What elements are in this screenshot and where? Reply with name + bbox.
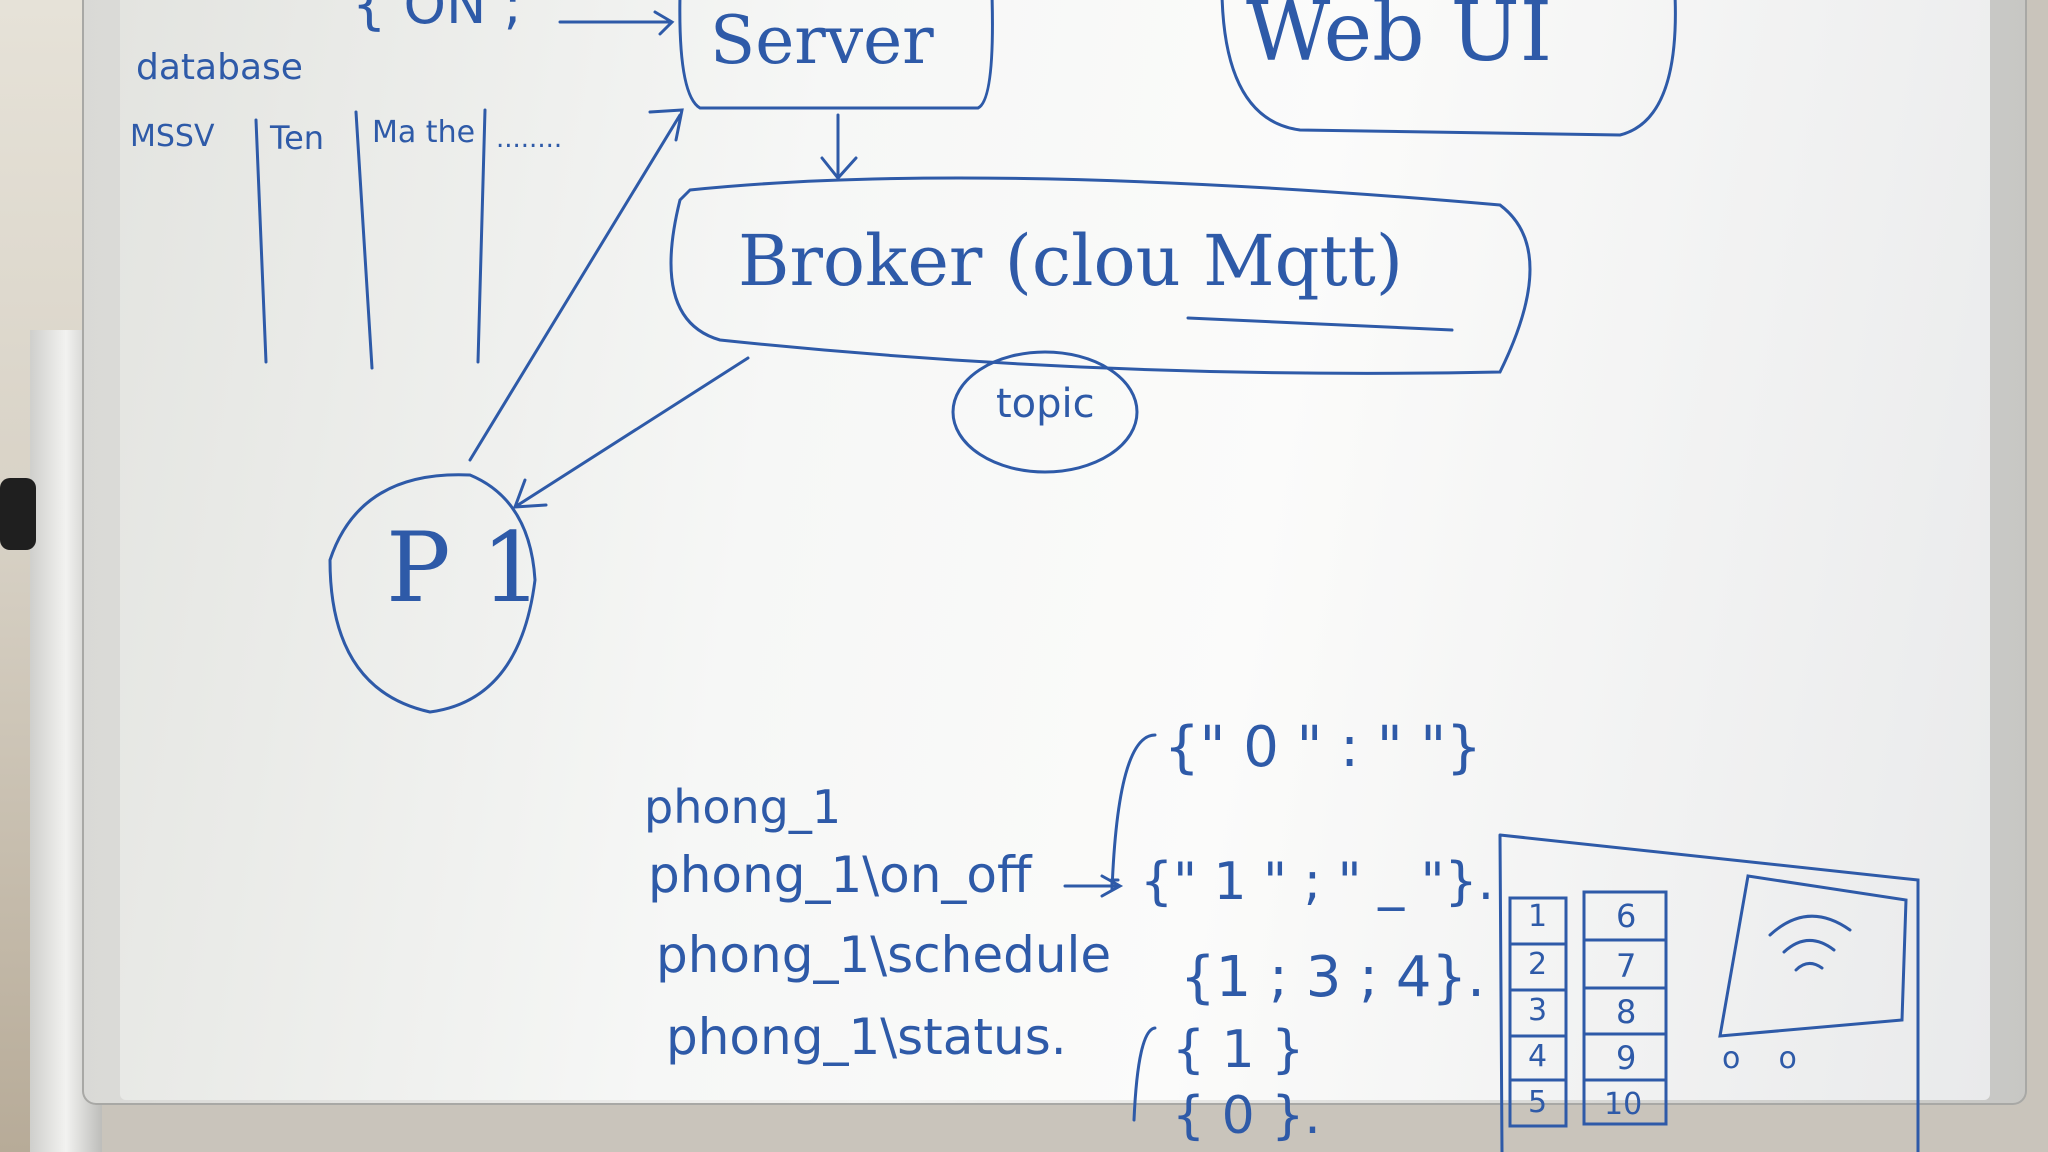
topic-ellipse: [951, 350, 1139, 474]
grid-right-6: 6: [1616, 897, 1637, 935]
grid-left-3: 3: [1528, 993, 1548, 1028]
device-dots: o o: [1722, 1041, 1797, 1076]
topic-line-3: phong_1\schedule: [656, 926, 1112, 984]
p1-circle: [328, 473, 537, 714]
payload-line-2: {" 1 " ; " _ "}.: [1140, 852, 1495, 912]
web-ui-box: [1220, 0, 1677, 137]
mqtt-underline: [1186, 316, 1454, 332]
wifi-icon: [1768, 914, 1852, 972]
grid-right-9: 9: [1616, 1039, 1637, 1077]
db-col-line-3: [476, 108, 487, 364]
payload-line-3: {1 ; 3 ; 4}.: [1180, 945, 1485, 1010]
topic-line-1: phong_1: [644, 780, 842, 834]
payload-line-5: { 0 }.: [1172, 1086, 1321, 1146]
status-bracket: [1132, 1026, 1157, 1122]
p1-server-line: [468, 108, 684, 462]
payload-line-1: {" 0 " : " "}: [1164, 715, 1482, 780]
server-label: Server: [710, 2, 934, 79]
grid-right-7: 7: [1616, 947, 1637, 985]
db-col-more: ........: [496, 124, 563, 154]
grid-right-box: [1582, 890, 1668, 1126]
grid-right-10: 10: [1604, 1087, 1643, 1122]
grid-left-4: 4: [1528, 1039, 1548, 1074]
into-server-arrow: [558, 10, 675, 36]
payload-line-4: { 1 }: [1172, 1020, 1305, 1080]
server-broker-arrow: [820, 113, 858, 181]
grid-left-rows: [1508, 942, 1568, 1082]
topic-line-2: phong_1\on_off: [648, 846, 1032, 904]
db-col-mathe: Ma the: [372, 115, 476, 150]
whiteboard-surface: [120, 0, 1990, 1100]
grid-left-5: 5: [1528, 1085, 1548, 1120]
on-off-arrow: [1063, 874, 1124, 898]
grid-right-8: 8: [1616, 993, 1637, 1031]
device-screen: [1718, 874, 1908, 1038]
grid-left-box: [1508, 896, 1568, 1128]
grid-left-2: 2: [1528, 947, 1548, 982]
db-col-mssv: MSSV: [130, 119, 215, 154]
broker-label: Broker (clou Mqtt): [738, 220, 1404, 302]
web-ui-label: Web UI: [1246, 0, 1553, 80]
grid-left-1: 1: [1528, 899, 1548, 934]
topic-line-4: phong_1\status.: [666, 1008, 1067, 1066]
broker-p1-arrow: [512, 356, 750, 509]
server-box: [678, 0, 994, 110]
db-col-line-1: [254, 118, 268, 364]
p1-label: P 1: [386, 512, 543, 624]
db-col-ten: Ten: [270, 119, 325, 157]
db-col-line-2: [354, 110, 374, 370]
topic-label: topic: [996, 381, 1095, 427]
stand-knob: [0, 478, 36, 550]
database-label: database: [136, 47, 303, 88]
grid-right-rows: [1582, 938, 1668, 1082]
server-top-left-text: { ON ;: [352, 0, 522, 36]
broker-box: [669, 176, 1532, 375]
device-panel: [1498, 833, 1920, 1152]
